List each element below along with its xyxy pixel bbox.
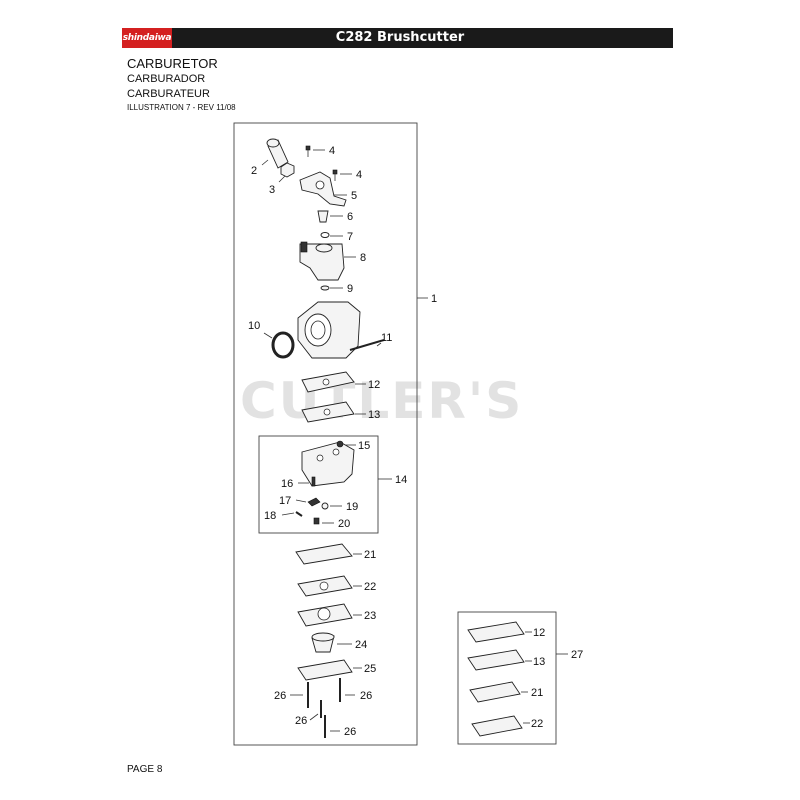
callout-19: 19	[346, 501, 358, 513]
kit-gasket-part	[469, 681, 521, 703]
kit-diaphragm-part	[471, 715, 523, 737]
throttle-shaft-part	[266, 138, 289, 169]
o-ring-part	[320, 232, 330, 238]
callout-25: 25	[364, 663, 376, 675]
callout-18: 18	[264, 510, 276, 522]
kit-gasket-part	[467, 621, 525, 643]
illustration-revision: ILLUSTRATION 7 - REV 11/08	[127, 103, 236, 112]
section-title-english: CARBURETOR	[127, 56, 218, 71]
callout-26: 26	[295, 715, 307, 727]
page-number: PAGE 8	[127, 764, 163, 775]
watermark: CUTLER'S	[240, 372, 523, 430]
callout-5: 5	[351, 190, 357, 202]
callout-3: 3	[269, 184, 275, 196]
needle-part	[349, 339, 385, 351]
throttle-lever-part	[299, 171, 347, 207]
callout-22: 22	[364, 581, 376, 593]
callout-20: 20	[338, 518, 350, 530]
subassembly-frame	[258, 435, 379, 534]
kit-callout-13: 13	[533, 656, 545, 668]
header-bar	[122, 28, 673, 48]
screen-part	[336, 440, 344, 448]
washer-part	[320, 285, 330, 291]
callout-17: 17	[279, 495, 291, 507]
choke-part	[317, 210, 329, 223]
callout-10: 10	[248, 320, 260, 332]
callout-21: 21	[364, 549, 376, 561]
callout-4: 4	[329, 145, 335, 157]
kit-callout-21: 21	[531, 687, 543, 699]
nut-part	[280, 162, 295, 178]
section-title-french: CARBURATEUR	[127, 88, 210, 100]
callout-23: 23	[364, 610, 376, 622]
metering-body-part	[301, 441, 355, 487]
valve-part	[321, 502, 329, 510]
callout-15: 15	[358, 440, 370, 452]
leader-lines	[261, 149, 568, 732]
gasket-part	[295, 543, 353, 565]
callout-12: 12	[368, 379, 380, 391]
callout-26: 26	[360, 690, 372, 702]
callout-26: 26	[274, 690, 286, 702]
lever-part	[307, 497, 321, 507]
gasket-kit-frame	[457, 611, 557, 745]
callout-11: 11	[381, 332, 392, 344]
kit-diaphragm-part	[467, 649, 525, 671]
callout-14: 14	[395, 474, 407, 486]
callout-9: 9	[347, 283, 353, 295]
model-title: C282 Brushcutter	[335, 30, 465, 45]
callout-16: 16	[281, 478, 293, 490]
callout-13: 13	[368, 409, 380, 421]
spring-part	[311, 476, 316, 487]
callout-8: 8	[360, 252, 366, 264]
cover-part	[297, 659, 353, 681]
pin-part	[295, 511, 303, 517]
section-title-spanish: CARBURADOR	[127, 73, 206, 85]
callout-6: 6	[347, 211, 353, 223]
callout-24: 24	[355, 639, 367, 651]
callout-7: 7	[347, 231, 353, 243]
callout-4: 4	[356, 169, 362, 181]
main-assembly-frame	[233, 122, 418, 746]
intake-gasket-part	[271, 331, 295, 359]
carburetor-body-part	[297, 301, 361, 359]
callout-27: 27	[571, 649, 583, 661]
screw-part	[313, 517, 320, 525]
kit-callout-22: 22	[531, 718, 543, 730]
callout-26: 26	[344, 726, 356, 738]
callout-1: 1	[431, 293, 437, 305]
callout-2: 2	[251, 165, 257, 177]
screw-part	[332, 169, 338, 181]
screw-part	[305, 145, 311, 157]
kit-callout-12: 12	[533, 627, 545, 639]
brand-logo: shindaiwa	[122, 28, 172, 48]
upper-body-part	[299, 241, 345, 281]
